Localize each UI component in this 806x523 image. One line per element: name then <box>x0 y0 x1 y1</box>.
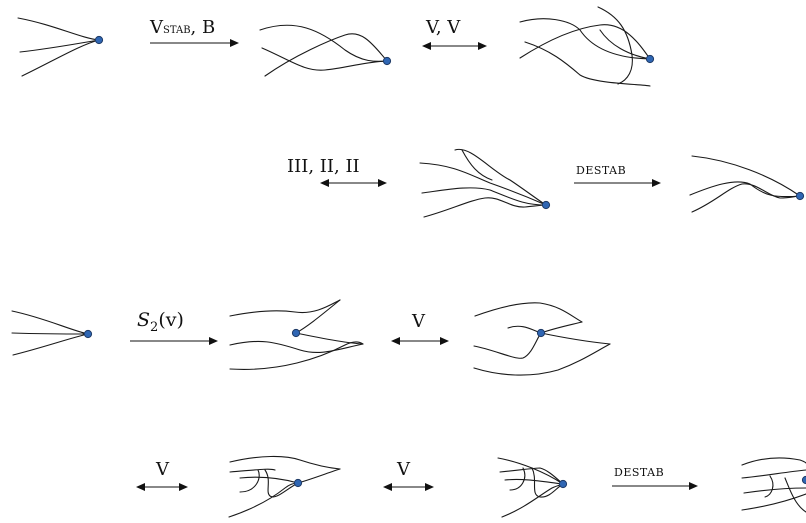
label-v: V <box>155 459 170 480</box>
figure-7-stabilized-strands <box>229 299 364 370</box>
strand <box>461 149 493 181</box>
strand <box>421 187 547 206</box>
strand <box>501 483 564 518</box>
row-2: III, II, II destab <box>287 148 805 218</box>
strand <box>743 487 806 494</box>
strand <box>264 469 299 498</box>
strand <box>784 477 806 513</box>
figure-11-strands <box>741 457 806 513</box>
row-4: V V d <box>136 455 806 518</box>
strand <box>11 332 89 335</box>
strand <box>474 302 583 323</box>
label-v: V <box>411 311 426 332</box>
strand <box>454 148 547 206</box>
strand <box>228 482 299 518</box>
strand <box>239 469 260 493</box>
row-1: Vstab, B V, V <box>17 6 655 87</box>
strand <box>229 468 276 473</box>
strand <box>741 469 806 479</box>
strand <box>21 39 100 77</box>
strand <box>229 341 364 370</box>
strand <box>229 299 341 317</box>
strand <box>741 493 806 511</box>
vertex-dot <box>558 479 568 489</box>
label-destab: destab <box>576 160 626 178</box>
strand <box>239 476 299 484</box>
strand <box>519 18 651 60</box>
strand <box>509 467 526 491</box>
strand <box>17 17 100 41</box>
strand <box>597 6 633 85</box>
strand <box>524 41 651 87</box>
figure-10-strands <box>497 457 568 518</box>
strand <box>540 332 611 345</box>
figure-2-braided-strands <box>259 24 392 77</box>
figure-8-strands <box>473 302 611 376</box>
arrow-v-row4b: V <box>383 459 434 491</box>
strand <box>507 325 542 334</box>
strand <box>764 475 774 498</box>
label-vstab-b: Vstab, B <box>149 17 215 38</box>
vertex-dot <box>293 478 303 488</box>
strand <box>12 333 89 356</box>
vertex-dot <box>83 329 93 339</box>
vertex-dot <box>536 328 546 338</box>
strand <box>259 24 388 62</box>
arrow-iii-ii-ii: III, II, II <box>287 156 387 187</box>
vertex-dot <box>382 56 392 66</box>
figure-6-three-strands <box>11 310 93 356</box>
label-iii-ii-ii: III, II, II <box>287 156 360 177</box>
vertex-dot <box>795 191 805 201</box>
strand <box>473 332 542 359</box>
strand <box>419 162 547 206</box>
strand <box>741 457 806 466</box>
arrow-v-v: V, V <box>422 17 487 50</box>
label-destab: destab <box>614 462 664 480</box>
strand <box>295 332 364 345</box>
strand <box>19 39 100 53</box>
strand <box>295 299 341 334</box>
strand <box>11 310 89 335</box>
vertex-dot <box>94 35 104 45</box>
figure-4-braided-strands <box>419 148 551 218</box>
strand <box>229 340 364 353</box>
vertex-dot <box>801 475 806 485</box>
strand <box>540 321 583 334</box>
strand <box>519 24 651 60</box>
strand <box>504 478 564 485</box>
arrow-s2v: S2(v) <box>130 309 218 345</box>
figure-5-destabilized-strands <box>689 155 805 213</box>
strand <box>229 455 341 470</box>
strand <box>423 197 547 218</box>
figure-3-braided-strands <box>519 6 655 87</box>
arrow-v-row3: V <box>391 311 449 345</box>
arrow-v-row4a: V <box>136 459 188 491</box>
label-s2v: S2(v) <box>137 309 184 335</box>
row-3: S2(v) V <box>11 299 611 376</box>
label-v: V <box>396 459 411 480</box>
strand <box>691 155 801 197</box>
strand <box>531 467 564 498</box>
figure-1-three-strands <box>17 17 104 77</box>
figure-9-strands <box>228 455 341 518</box>
arrow-vstab-b: Vstab, B <box>149 17 239 47</box>
strand <box>599 29 651 60</box>
vertex-dot <box>541 200 551 210</box>
vertex-dot <box>291 328 301 338</box>
arrow-destab-1: destab <box>574 160 661 187</box>
strand <box>261 47 388 71</box>
label-v-v: V, V <box>425 17 461 38</box>
strand <box>499 467 564 485</box>
strand <box>297 468 341 484</box>
strand <box>473 343 611 376</box>
arrow-destab-2: destab <box>612 462 698 490</box>
vertex-dot <box>645 54 655 64</box>
strand <box>691 183 801 213</box>
